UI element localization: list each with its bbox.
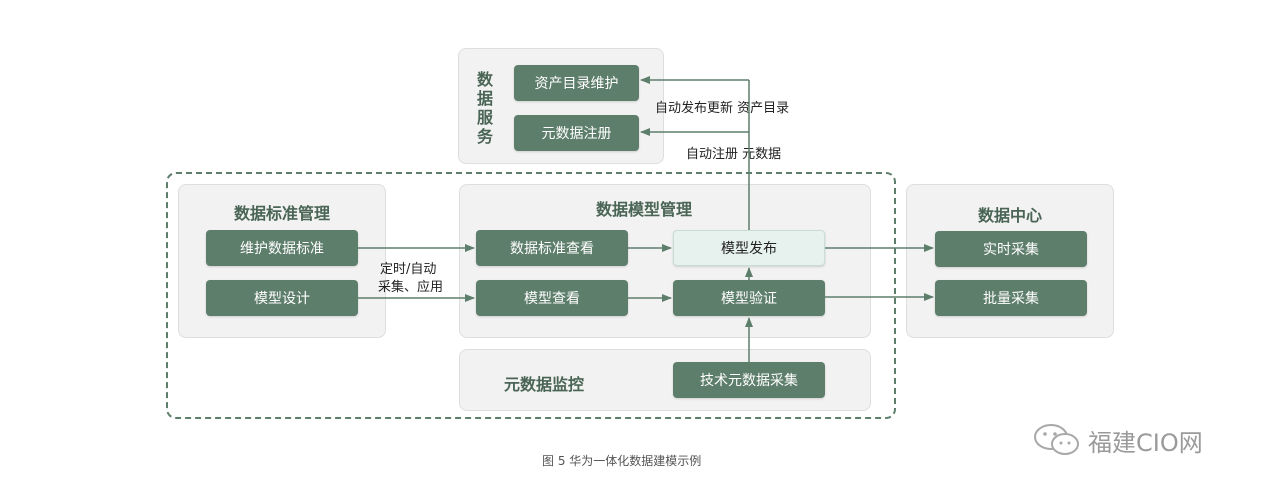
asset-catalog-box[interactable]: 资产目录维护 (514, 65, 639, 101)
auto-publish-label: 自动发布更新 资产目录 (655, 101, 790, 116)
batch-collect-box[interactable]: 批量采集 (935, 280, 1087, 316)
auto-register-label: 自动注册 元数据 (686, 147, 782, 162)
model-verify-box[interactable]: 模型验证 (673, 280, 825, 316)
model-design-box[interactable]: 模型设计 (206, 280, 358, 316)
integrated-boundary (166, 172, 896, 419)
wechat-icon (1034, 424, 1079, 455)
model-publish-box[interactable]: 模型发布 (673, 230, 825, 266)
figure-caption: 图 5 华为一体化数据建模示例 (542, 454, 702, 468)
metadata-monitor-title: 元数据监控 (504, 375, 585, 394)
realtime-collect-box[interactable]: 实时采集 (935, 231, 1087, 267)
tech-metadata-collect-box[interactable]: 技术元数据采集 (673, 362, 825, 398)
model-view-box[interactable]: 模型查看 (476, 280, 628, 316)
data-center-title: 数据中心 (977, 206, 1042, 225)
data-service-title: 数据服务 (476, 70, 493, 146)
data-standard-title: 数据标准管理 (233, 204, 330, 223)
brand-text: 福建CIO网 (1088, 428, 1203, 457)
metadata-register-box[interactable]: 元数据注册 (514, 115, 639, 151)
maintain-standard-box[interactable]: 维护数据标准 (206, 230, 358, 266)
brand-watermark: 福建CIO网 (1032, 422, 1203, 458)
standard-view-box[interactable]: 数据标准查看 (476, 230, 628, 266)
timed-label-line2: 采集、应用 (378, 280, 444, 295)
timed-label-line1: 定时/自动 (380, 262, 437, 277)
data-model-title: 数据模型管理 (595, 200, 692, 219)
